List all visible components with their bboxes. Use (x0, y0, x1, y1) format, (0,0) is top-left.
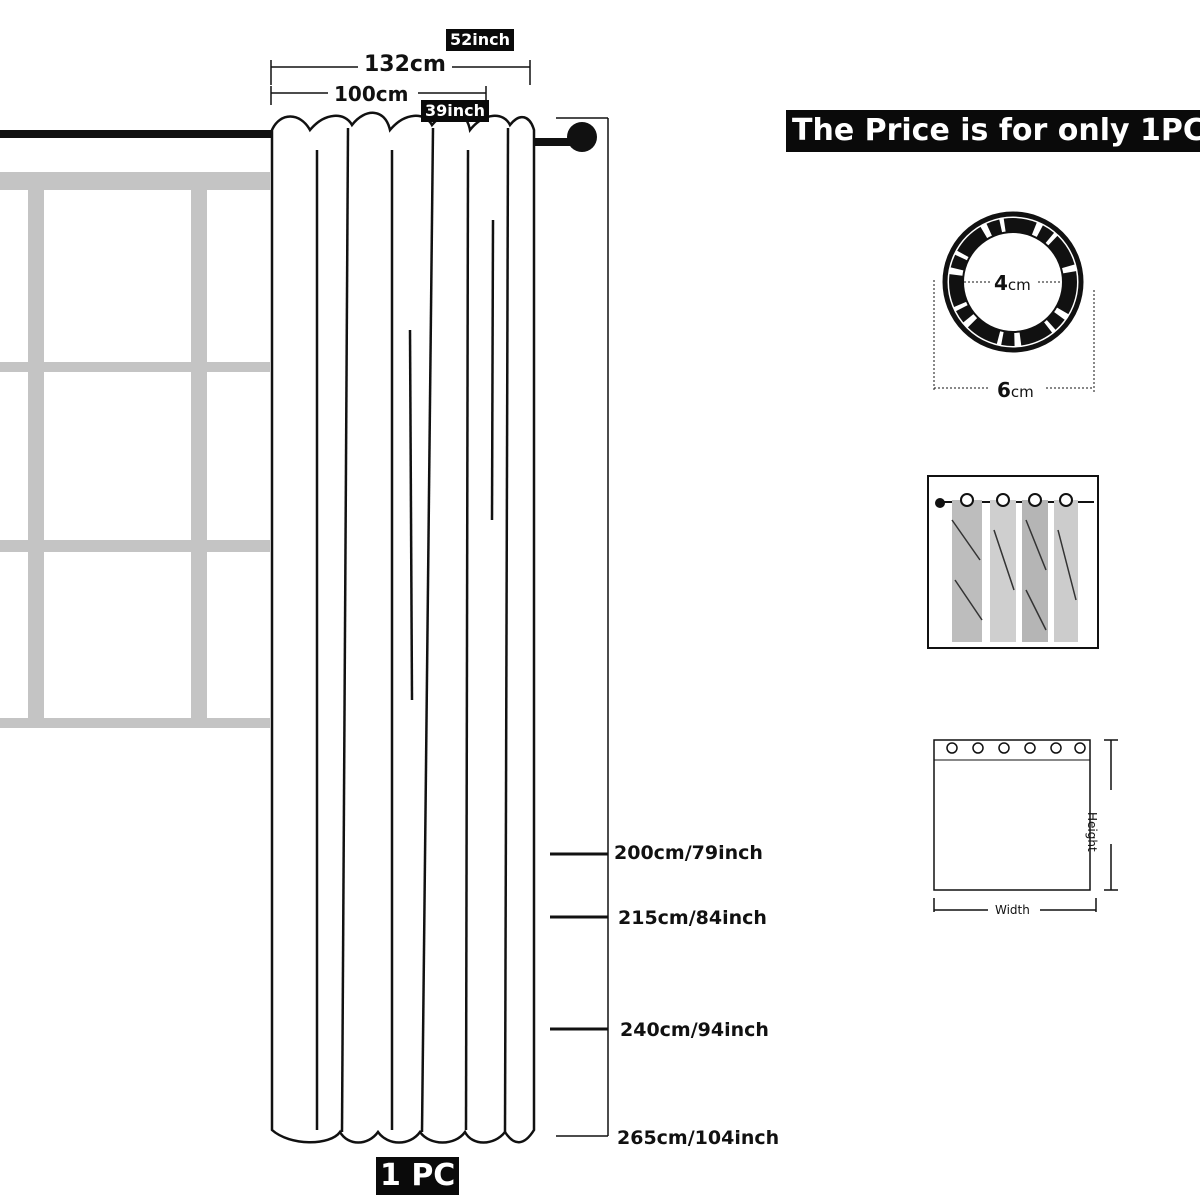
length-label-215: 215cm/84inch (618, 907, 767, 929)
grommet-outer-diameter-label: 6cm (997, 378, 1034, 402)
price-banner: The Price is for only 1PC (786, 110, 1200, 152)
dimension-diagram-icon (933, 739, 1118, 912)
inner-width-cm-label: 100cm (334, 82, 409, 106)
window-frame (0, 172, 270, 728)
curtain-panel (270, 111, 536, 1144)
width-dimension-lines (270, 60, 531, 105)
curtain-thumbnail-icon (927, 475, 1099, 649)
length-scale (550, 117, 609, 1137)
length-label-200: 200cm/79inch (614, 842, 763, 864)
inner-width-inch-label: 39inch (421, 100, 490, 122)
diagram-height-label: Height (1085, 812, 1099, 852)
diagram-width-label: Width (995, 903, 1030, 917)
grommet-ring-icon (933, 211, 1095, 392)
length-label-265: 265cm/104inch (617, 1127, 780, 1149)
quantity-badge: 1 PC (376, 1157, 460, 1195)
outer-width-inch-label: 52inch (446, 29, 515, 51)
grommet-inner-diameter-label: 4cm (994, 271, 1031, 295)
length-label-240: 240cm/94inch (620, 1019, 769, 1041)
outer-width-cm-label: 132cm (364, 52, 446, 77)
